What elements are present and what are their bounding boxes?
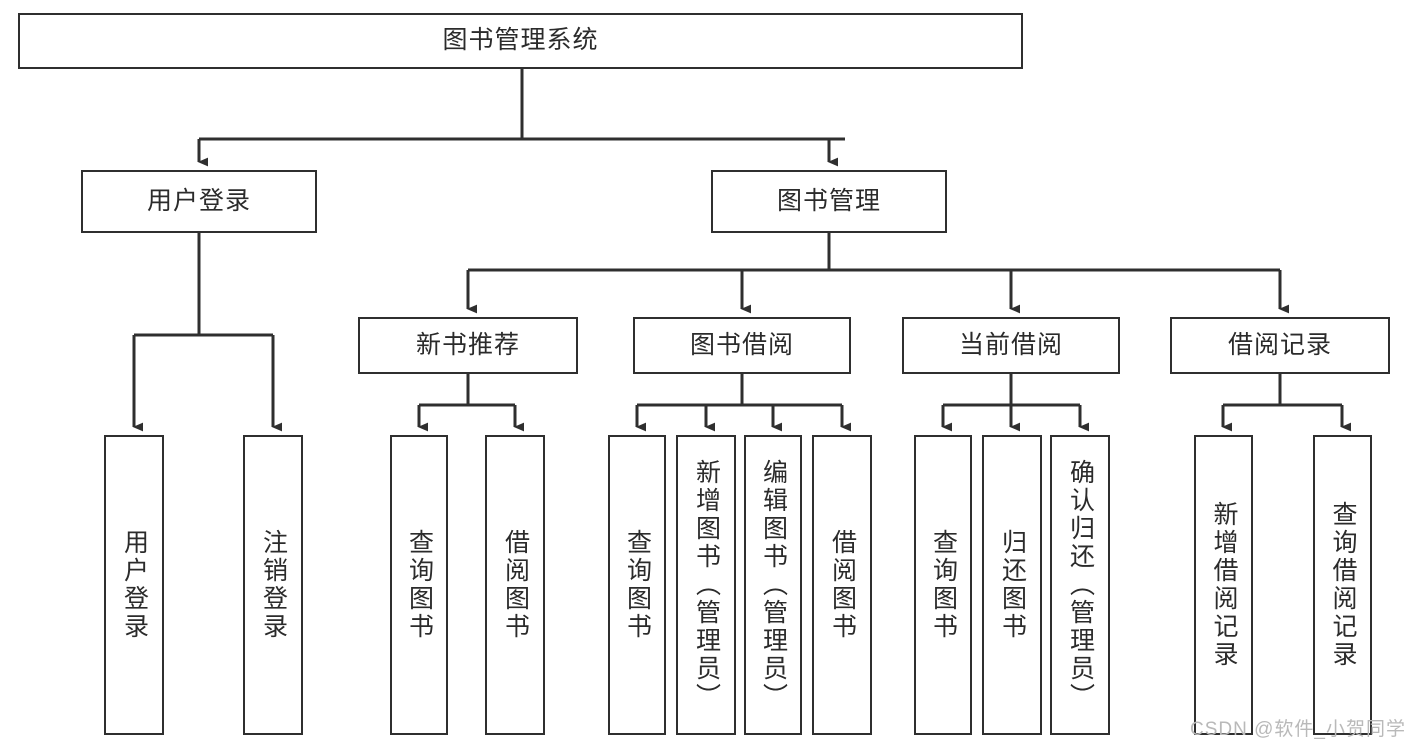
csdn-watermark: CSDN @软件_小贺同学 (1190, 719, 1405, 740)
leaf-label: 查询图书 (405, 529, 434, 641)
leaf-borrow-book[interactable]: 借阅图书 (812, 435, 872, 735)
leaf-confirm-return-admin[interactable]: 确认归还（管理员） (1050, 435, 1110, 735)
leaf-label: 注销登录 (259, 529, 288, 641)
leaf-label: 查询图书 (623, 529, 652, 641)
leaf-logout-login[interactable]: 注销登录 (243, 435, 303, 735)
leaf-label: 新增图书（管理员） (692, 459, 721, 711)
node-book-borrow-label: 图书借阅 (689, 330, 794, 359)
leaf-user-login[interactable]: 用户登录 (104, 435, 164, 735)
node-borrow-record[interactable]: 借阅记录 (1170, 317, 1390, 374)
leaf-edit-book-admin[interactable]: 编辑图书（管理员） (744, 435, 802, 735)
node-new-book-recommend-label: 新书推荐 (415, 330, 520, 359)
node-root[interactable]: 图书管理系统 (18, 13, 1023, 69)
node-book-management-label: 图书管理 (776, 186, 881, 215)
leaf-label: 新增借阅记录 (1210, 501, 1238, 669)
leaf-label: 借阅图书 (501, 529, 530, 641)
leaf-query-book-borrow[interactable]: 查询图书 (608, 435, 666, 735)
leaf-label: 归还图书 (998, 529, 1027, 641)
leaf-query-book-recommend[interactable]: 查询图书 (390, 435, 448, 735)
node-root-label: 图书管理系统 (442, 26, 599, 55)
leaf-label: 编辑图书（管理员） (759, 459, 788, 711)
node-current-borrow-label: 当前借阅 (958, 330, 1063, 359)
node-book-borrow[interactable]: 图书借阅 (633, 317, 851, 374)
leaf-query-book-current[interactable]: 查询图书 (914, 435, 972, 735)
node-user-login-label: 用户登录 (146, 186, 251, 215)
node-new-book-recommend[interactable]: 新书推荐 (358, 317, 578, 374)
leaf-add-borrow-record[interactable]: 新增借阅记录 (1194, 435, 1253, 735)
leaf-label: 查询图书 (929, 529, 958, 641)
leaf-label: 借阅图书 (828, 529, 857, 641)
node-user-login[interactable]: 用户登录 (81, 170, 317, 233)
leaf-add-book-admin[interactable]: 新增图书（管理员） (676, 435, 736, 735)
leaf-label: 用户登录 (120, 529, 149, 641)
node-borrow-record-label: 借阅记录 (1227, 330, 1332, 359)
node-current-borrow[interactable]: 当前借阅 (902, 317, 1120, 374)
node-book-management[interactable]: 图书管理 (711, 170, 947, 233)
leaf-return-book[interactable]: 归还图书 (982, 435, 1042, 735)
leaf-borrow-book-recommend[interactable]: 借阅图书 (485, 435, 545, 735)
leaf-query-borrow-record[interactable]: 查询借阅记录 (1313, 435, 1372, 735)
leaf-label: 查询借阅记录 (1329, 501, 1357, 669)
leaf-label: 确认归还（管理员） (1066, 459, 1095, 711)
